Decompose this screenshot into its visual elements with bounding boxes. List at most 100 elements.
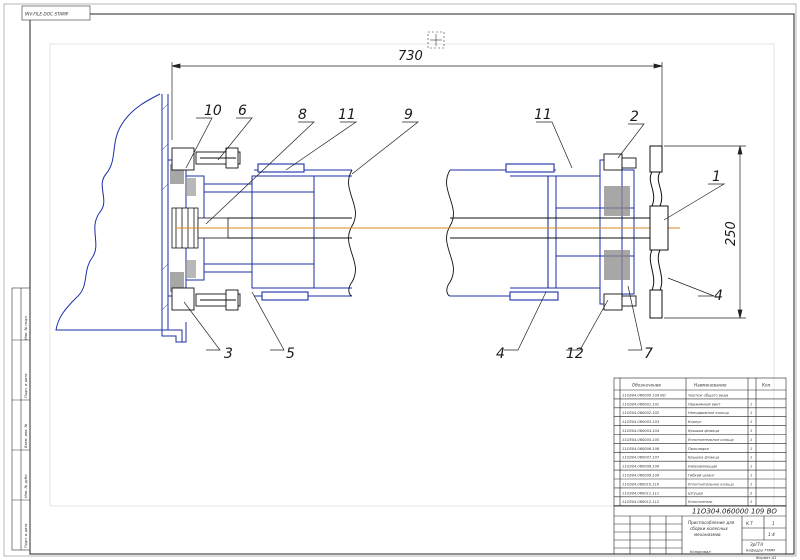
- right-flange-hatch: [604, 186, 630, 280]
- dimension-250: [664, 145, 746, 319]
- right-bottom-bolt: [603, 293, 637, 311]
- center-crosshair: [427, 31, 445, 49]
- parts-row-name: Крышка фланца: [688, 456, 719, 460]
- parts-row-qty: 1: [750, 482, 752, 486]
- side-label-1: Инв. № подл.: [24, 315, 28, 340]
- parts-row-code: 11ОЗ04.060009.109: [622, 474, 660, 478]
- title-line-3: механизмов: [694, 532, 721, 537]
- parts-row-name: Прокладка: [688, 447, 709, 451]
- parts-row-code: 11ОЗ04.060010.110: [622, 482, 660, 486]
- side-label-3: Взам. инв. №: [24, 423, 28, 448]
- drawing-area-border: [49, 43, 775, 507]
- doc-stamp: INV-FILE-DOC-STAMP: [25, 12, 69, 17]
- scale: 1:4: [768, 532, 775, 537]
- parts-row-qty: 1: [750, 474, 752, 478]
- parts-row-qty: 1: [750, 411, 752, 415]
- parts-row-name: Крышка фланца: [688, 429, 719, 433]
- break-line-left: [348, 169, 356, 297]
- parts-row-qty: 1: [750, 500, 752, 504]
- parts-row-code: 11ОЗ04.060005.105: [622, 438, 660, 442]
- dimension-length-label: 730: [398, 49, 423, 64]
- sheet-value: 1: [772, 521, 775, 526]
- wall-base: [55, 93, 182, 331]
- group: Кафедра ТТММ: [746, 549, 775, 553]
- dimension-730: [171, 62, 663, 148]
- parts-row-name: Чертеж общего вида: [688, 393, 728, 397]
- format-label: Формат А1: [756, 556, 776, 560]
- dimension-diameter-label: 250: [724, 221, 739, 246]
- doc-stamp-box: [21, 5, 91, 21]
- org: ЗрГТА: [750, 542, 763, 547]
- callout-3: 3: [224, 346, 233, 362]
- parts-list: [613, 377, 787, 507]
- wall-hatch: [161, 103, 169, 311]
- parts-row-name: Прижимной винт: [688, 402, 721, 406]
- callout-4-bottom: 4: [496, 346, 505, 362]
- parts-row-code: 11ОЗ04.060006.106: [622, 447, 660, 451]
- parts-row-name: Направляющая: [688, 465, 718, 469]
- parts-row-name: Неподвижное кольцо: [688, 411, 730, 415]
- side-label-5: Подп. и дата: [24, 524, 28, 548]
- callout-11-right: 11: [534, 107, 552, 123]
- parts-row-name: Гибкий шланг: [688, 474, 715, 478]
- parts-row-code: 11ОЗ04.060011.111: [622, 491, 659, 495]
- parts-row-code: 11ОЗ04.060004.104: [622, 429, 660, 433]
- callout-11-left: 11: [338, 107, 356, 123]
- right-top-bolt: [603, 153, 637, 171]
- main-code: 11ОЗ04.060000 109 ВО: [692, 508, 777, 516]
- parts-row-qty: 2: [750, 491, 753, 495]
- bottom-bolt-left: [171, 287, 241, 311]
- parts-row-code: 11ОЗ04.060008.108: [622, 465, 660, 469]
- side-label-4: Инв. № дубл.: [24, 473, 28, 498]
- top-bolt-left: [171, 147, 241, 171]
- parts-row-name: Корпус: [688, 420, 702, 424]
- name-header: Наименование: [694, 383, 727, 388]
- parts-row-qty: 1: [750, 438, 752, 442]
- qty-header: Кол.: [762, 383, 772, 388]
- side-label-2: Подп. и дата: [24, 374, 28, 398]
- callout-6: 6: [238, 103, 247, 119]
- parts-row-code: 11ОЗ04.060002.102: [622, 411, 660, 415]
- shaft: [228, 217, 650, 239]
- letter: К.Т: [746, 521, 753, 526]
- callout-1: 1: [712, 169, 721, 185]
- copied-label: Копировал: [690, 550, 711, 554]
- parts-row-name: Уплотнительное кольцо: [688, 438, 735, 442]
- callout-9: 9: [404, 107, 413, 123]
- callout-4-right: 4: [714, 288, 723, 304]
- sheet-outer-frame: [3, 3, 797, 557]
- right-flange: [555, 159, 635, 305]
- end-cap: [649, 145, 669, 319]
- parts-row-qty: 1: [750, 447, 752, 451]
- callout-10: 10: [204, 103, 222, 119]
- parts-row-code: 11ОЗ04.060012.112: [622, 500, 660, 504]
- callout-7: 7: [644, 346, 653, 362]
- parts-row-code: 11ОЗ04.060003.103: [622, 420, 660, 424]
- tube-right: [450, 163, 559, 301]
- break-line-right: [446, 169, 454, 297]
- designation-header: Обозначение: [632, 383, 661, 388]
- parts-row-name: Штуцер: [688, 491, 704, 495]
- parts-row-qty: 1: [750, 429, 752, 433]
- parts-row-code: 11ОЗ04.060001.101: [622, 402, 659, 406]
- title-line-2: сборки колесных: [690, 526, 728, 531]
- main-stamp: [613, 505, 787, 555]
- callout-8: 8: [298, 107, 307, 123]
- parts-row-qty: 1: [750, 420, 752, 424]
- parts-row-code: 11ОЗ04.060000 109 ВО: [622, 393, 666, 397]
- parts-row-name: Уплотнительное кольцо: [688, 482, 735, 486]
- parts-row-name: Уплотнитель: [688, 500, 713, 504]
- parts-row-qty: 1: [750, 402, 752, 406]
- side-stamp-column: [11, 287, 31, 551]
- tube-left: [254, 163, 352, 301]
- callout-5: 5: [286, 346, 295, 362]
- parts-row-qty: 1: [750, 456, 752, 460]
- callout-12: 12: [566, 346, 584, 362]
- sheet-inner-frame: [29, 13, 795, 555]
- mounting-lip: [161, 322, 187, 343]
- leader-lines: [183, 117, 726, 351]
- title-line-1: Приспособление для: [688, 520, 735, 525]
- parts-row-qty: 1: [750, 465, 752, 469]
